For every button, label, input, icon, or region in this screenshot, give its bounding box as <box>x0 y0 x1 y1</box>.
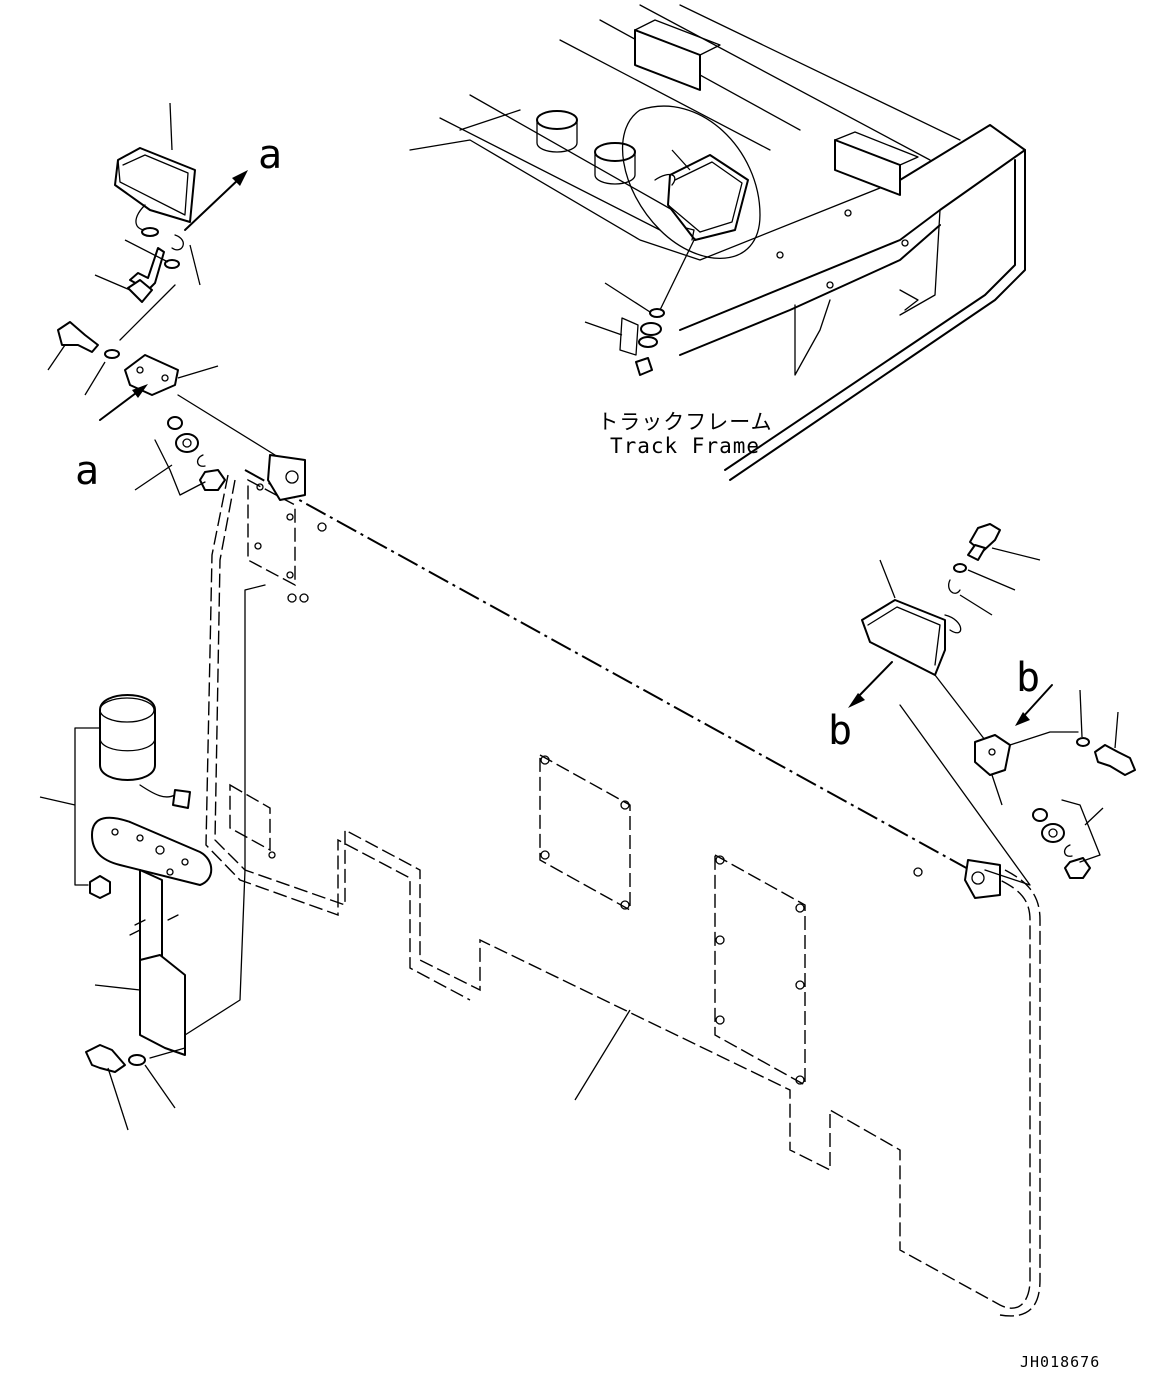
direction-arrow-b-bottom <box>848 661 893 708</box>
work-lamp-b-icon <box>861 559 986 741</box>
track-frame <box>409 4 1026 481</box>
caption-japanese: トラックフレーム <box>597 410 773 434</box>
work-lamp-a-icon <box>114 102 201 286</box>
rotating-beacon-icon <box>39 694 191 886</box>
view-label-b-top: b <box>1016 655 1041 701</box>
washer-nut-a-icon <box>134 416 226 496</box>
beacon-pole-icon <box>94 584 266 1056</box>
direction-arrow-a-bottom <box>99 384 148 421</box>
leader-bracket-a <box>177 394 276 456</box>
caption-english: Track Frame <box>609 434 761 458</box>
drawing-code: JH018676 <box>1020 1353 1101 1371</box>
view-label-a-top: a <box>258 132 283 178</box>
bolt-beacon-icon <box>85 1044 186 1131</box>
lamp-mount-hardware <box>584 282 665 376</box>
bracket-b-icon <box>899 704 1079 886</box>
direction-arrow-a-top <box>184 170 248 231</box>
direction-arrow-b-top <box>1015 684 1053 726</box>
bracket-a-icon <box>124 354 219 396</box>
washer-nut-b-icon <box>1032 799 1104 879</box>
view-label-b-bottom: b <box>828 708 853 754</box>
bolt-b-upper-icon <box>948 523 1041 616</box>
leader-lamp-a <box>119 284 176 341</box>
track-frame-caption: トラックフレーム Track Frame <box>595 410 775 458</box>
bolt-a-upper-icon <box>94 239 180 303</box>
work-lamp-frame-icon <box>654 149 749 311</box>
bolt-b-right-icon <box>1076 689 1136 776</box>
rear-panel <box>205 454 1041 1317</box>
bolt-a-lower-icon <box>47 321 120 396</box>
beacon-mount-plate-icon <box>89 816 213 899</box>
view-label-a-bottom: a <box>75 448 100 494</box>
